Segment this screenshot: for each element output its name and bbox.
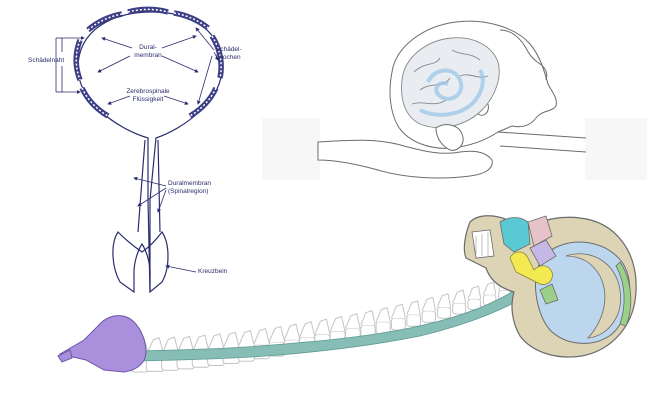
skull-green-small bbox=[539, 283, 559, 305]
arrow-liquor-1 bbox=[107, 95, 131, 105]
arrow-dura-3 bbox=[97, 55, 131, 73]
skull-green-band bbox=[615, 261, 632, 327]
label-spinal-line1: Duralmembran bbox=[168, 180, 211, 187]
hand bbox=[317, 139, 493, 179]
vertebra-process bbox=[390, 303, 406, 319]
label-dura-line2: membran bbox=[134, 51, 162, 59]
coccyx bbox=[57, 349, 73, 363]
brain-outline bbox=[401, 37, 500, 128]
skull-purple bbox=[529, 239, 557, 267]
vertebra-process bbox=[329, 315, 346, 332]
label-schaedelnaht: Schädelnaht bbox=[28, 57, 65, 64]
photo-shadow-right bbox=[585, 118, 647, 180]
arrow-spinal-3 bbox=[157, 189, 167, 213]
vertebra-body bbox=[452, 302, 467, 315]
label-knochen-line2: knochen bbox=[216, 53, 241, 61]
photo-shadow-left bbox=[262, 118, 320, 180]
label-spinal: Duralmembran (Spinalregion) bbox=[168, 180, 211, 195]
bone-band-1 bbox=[86, 11, 123, 33]
vertebra-process bbox=[375, 306, 391, 322]
vertebra-process bbox=[360, 310, 376, 326]
vertebra-process bbox=[421, 296, 436, 312]
spinal-tube-right bbox=[157, 139, 161, 233]
label-dura: Dural- membran bbox=[126, 44, 170, 59]
vertebra-body bbox=[390, 317, 406, 331]
fluid-spiral bbox=[426, 68, 464, 101]
spinal-tube-left bbox=[137, 139, 146, 233]
vertebra-body bbox=[436, 306, 452, 319]
vertebra-body bbox=[421, 310, 437, 323]
neck-bottom bbox=[499, 145, 587, 153]
label-knochen: Schädel- knochen bbox=[216, 46, 242, 61]
vertebra-process bbox=[406, 300, 421, 315]
arrow-kreuzbein bbox=[165, 264, 197, 273]
arrow-dura-2 bbox=[161, 35, 197, 49]
label-liquor: Zerebrospinale Flüssigkeit bbox=[116, 88, 180, 103]
skull bbox=[463, 215, 637, 358]
vertebra-process bbox=[482, 281, 497, 295]
vertebra-process bbox=[207, 333, 225, 351]
vertebra-process bbox=[237, 329, 256, 348]
fluid-flow bbox=[419, 68, 485, 117]
arrow-liquor-2 bbox=[163, 95, 189, 105]
vertebra-process bbox=[299, 321, 316, 338]
arrow-dura-1 bbox=[101, 37, 133, 49]
sacrum bbox=[58, 315, 147, 373]
teeth bbox=[471, 229, 495, 259]
skull-pink bbox=[527, 215, 553, 247]
label-knochen-line1: Schädel- bbox=[216, 46, 242, 53]
vertebra-process bbox=[253, 327, 271, 345]
arrow-knochen-1 bbox=[195, 27, 215, 51]
label-dura-line1: Dural- bbox=[139, 44, 157, 51]
vertebra-process bbox=[452, 289, 467, 304]
bone-band-3 bbox=[173, 10, 210, 31]
arrow-knochen-2 bbox=[213, 51, 219, 61]
vertebra-process bbox=[467, 285, 482, 300]
skull-teal bbox=[499, 217, 531, 253]
vertebra-process bbox=[222, 331, 240, 350]
label-kreuzbein: Kreuzbein bbox=[198, 268, 228, 275]
vertebra-process bbox=[268, 325, 286, 343]
head-outline bbox=[389, 20, 557, 149]
skull-yellow bbox=[509, 251, 553, 285]
thumb bbox=[435, 124, 464, 151]
arrow-spinal-2 bbox=[137, 187, 167, 207]
label-liquor-line1: Zerebrospinale bbox=[126, 88, 170, 95]
vertebra-body bbox=[406, 314, 421, 327]
arrow-knochen-3 bbox=[196, 55, 213, 105]
vertebra-process bbox=[436, 293, 452, 308]
vertebra-process bbox=[191, 334, 210, 353]
vertebra-process bbox=[283, 323, 301, 340]
label-spinal-line2: (Spinalregion) bbox=[168, 187, 209, 195]
face-profile bbox=[499, 29, 548, 81]
sacrum-outline bbox=[112, 230, 169, 294]
neck-top bbox=[497, 131, 587, 139]
arrow-dura-4 bbox=[161, 55, 199, 73]
vertebra-process bbox=[314, 318, 331, 335]
vertebra-process bbox=[345, 313, 361, 329]
skull-inner-crescent bbox=[565, 253, 622, 339]
arrow-spinal-1 bbox=[133, 176, 167, 187]
label-liquor-line2: Flüssigkeit bbox=[132, 95, 164, 103]
